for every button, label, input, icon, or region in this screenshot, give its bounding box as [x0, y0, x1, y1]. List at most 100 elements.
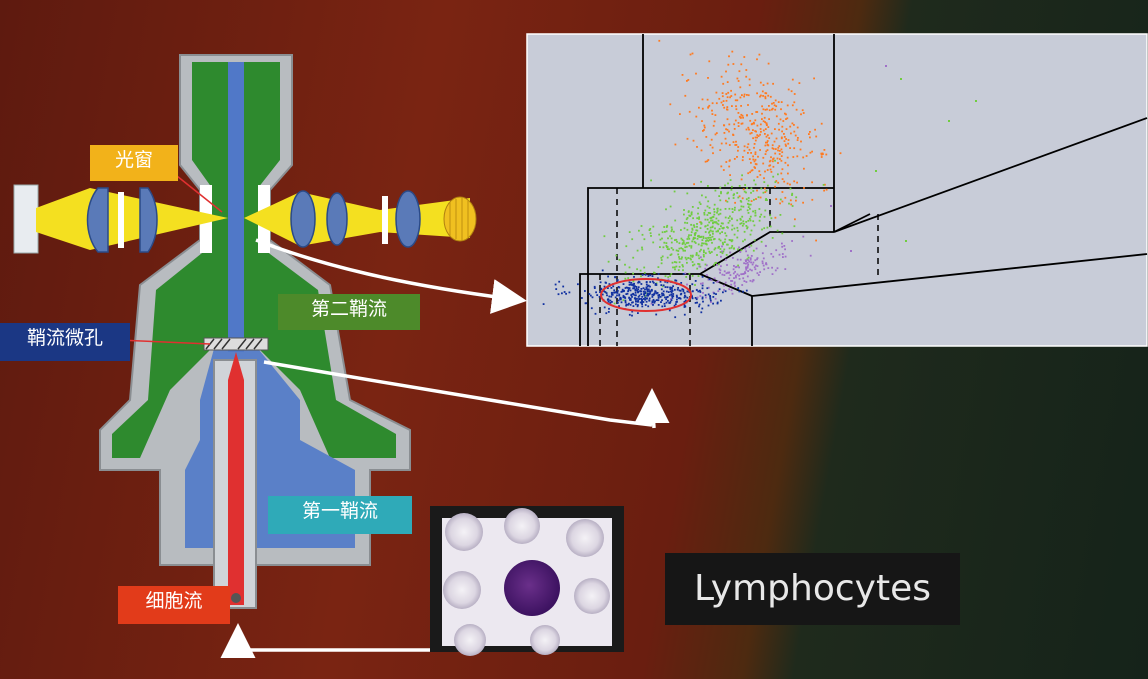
scatter-point [665, 301, 668, 304]
scatter-point [678, 265, 681, 268]
scatter-point [648, 299, 651, 302]
scatter-point [686, 217, 689, 219]
scatter-point [805, 155, 808, 157]
scatter-point [739, 222, 742, 225]
scatter-point [717, 223, 720, 226]
scatter-point [749, 233, 752, 236]
scatter-point [830, 205, 832, 207]
scatter-point [655, 313, 658, 316]
sheath-flow-chamber [112, 62, 396, 458]
scatter-point [708, 104, 711, 107]
scatter-point [759, 128, 762, 130]
scatter-point [713, 238, 715, 241]
scatter-point [731, 292, 734, 295]
scatter-point [650, 235, 652, 237]
scatter-point [751, 122, 754, 125]
scatter-point [604, 291, 607, 293]
scatter-point [707, 212, 710, 214]
scatter-point [749, 132, 752, 135]
scatter-point [641, 233, 644, 236]
scatter-point [686, 296, 689, 299]
scatter-point [642, 298, 645, 300]
scatter-point [756, 272, 759, 275]
scatter-point [691, 297, 694, 300]
scatter-point [736, 156, 738, 158]
scatter-point [753, 143, 756, 145]
scatter-point [638, 294, 641, 297]
scatter-point [755, 111, 758, 113]
scatter-point [710, 301, 712, 303]
scatter-point [766, 141, 768, 144]
scatter-point [678, 257, 681, 260]
scatter-point [791, 104, 794, 107]
scatter-point [705, 240, 707, 242]
scatter-point [703, 242, 705, 245]
scatter-point [710, 138, 713, 141]
scatter-point [754, 153, 757, 155]
scatter-point [705, 237, 707, 240]
scatter-point [716, 222, 719, 225]
scatter-point [696, 237, 699, 240]
scatter-point [680, 229, 682, 231]
scatter-point [641, 300, 644, 303]
scatter-point [740, 205, 743, 208]
scatter-point [709, 299, 712, 302]
scatter-point [666, 296, 668, 299]
scatter-point [747, 270, 749, 272]
scatter-point [672, 285, 674, 288]
scatter-point [690, 223, 692, 226]
scatter-point [651, 293, 654, 296]
scatter-point [746, 265, 749, 268]
scatter-point [756, 58, 758, 61]
scatter-point [568, 291, 571, 294]
scatter-point [754, 183, 757, 186]
scatter-point [664, 280, 667, 283]
scatter-point [686, 238, 689, 240]
scatter-point [665, 242, 668, 244]
scatter-point [632, 280, 635, 283]
scatter-point [652, 281, 655, 284]
scatter-point [721, 250, 723, 253]
scatter-point [640, 225, 643, 227]
scatter-point [625, 303, 628, 306]
scatter-point [682, 265, 684, 268]
scatter-point [744, 184, 746, 186]
scatter-point [670, 299, 673, 301]
scatter-point [688, 110, 691, 113]
scatter-point [738, 195, 741, 198]
scatter-point [715, 230, 718, 233]
scatter-point [685, 218, 688, 221]
scatter-point [688, 244, 691, 247]
scatter-point [645, 283, 648, 286]
scatter-point [734, 201, 736, 204]
scatter-point [668, 294, 671, 297]
scatter-point [670, 273, 673, 275]
scatter-point [788, 202, 790, 205]
scatter-point [682, 290, 685, 293]
scatter-point [672, 266, 674, 269]
scatter-point [726, 243, 729, 246]
scatter-point [691, 295, 693, 298]
scatter-point [722, 222, 724, 225]
scatter-point [747, 126, 750, 129]
scatter-point [767, 94, 770, 97]
scatter-point [715, 102, 718, 105]
scatter-point [636, 268, 638, 271]
scatter-point [808, 133, 810, 135]
scatter-point [820, 152, 823, 155]
scatter-point [759, 123, 762, 126]
scatter-point [691, 227, 694, 230]
scatter-point [783, 133, 785, 135]
scatter-point [697, 235, 699, 238]
scatter-point [686, 283, 688, 286]
scatter-point [736, 258, 739, 261]
scatter-point [763, 268, 766, 271]
scatter-point [793, 124, 795, 126]
scatter-point [719, 186, 722, 189]
scatter-point [740, 63, 743, 66]
scatter-point [741, 273, 744, 275]
scatter-point [726, 106, 729, 108]
scatter-point [767, 62, 770, 65]
scatter-point [779, 214, 782, 216]
scatter-point [774, 269, 777, 272]
